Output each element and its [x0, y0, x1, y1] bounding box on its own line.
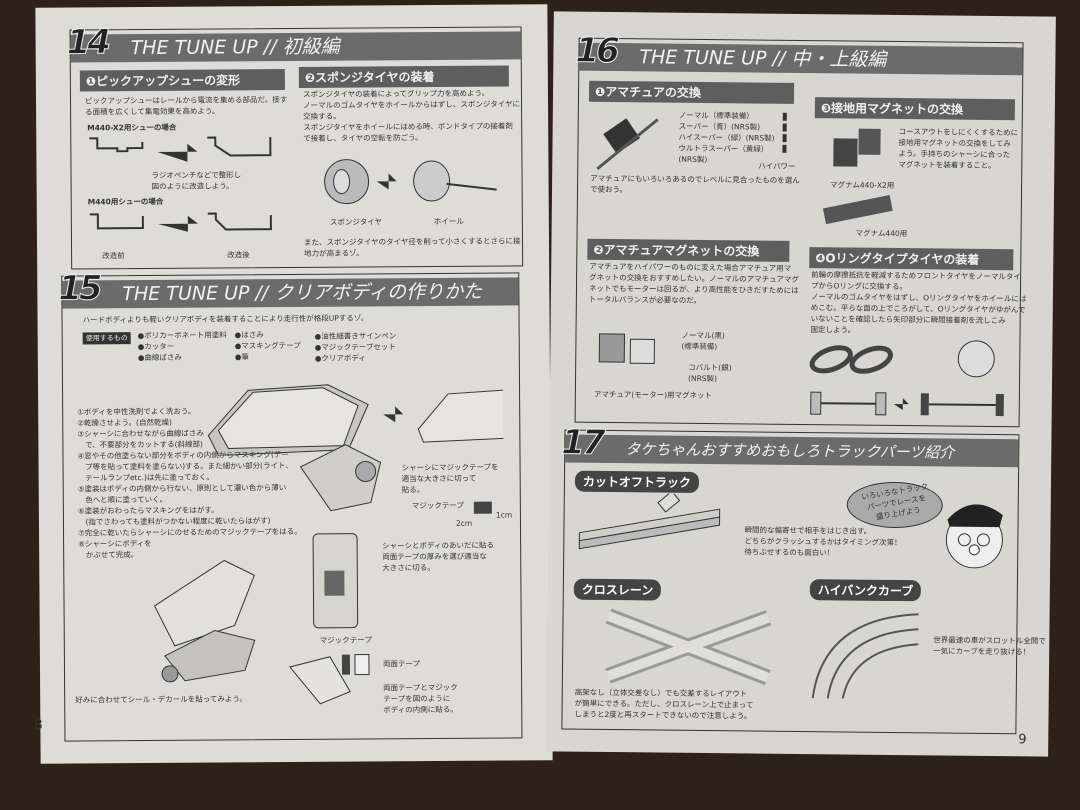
caption: ホイール [433, 216, 464, 227]
tools-label: 使用するもの [82, 332, 131, 345]
tools-list: ●油性細書きサインペン●マジックテープセット●クリアボディ [314, 331, 397, 363]
caption: アマチュア(モーター)用マグネット [593, 389, 713, 401]
subsection-header: ❷アマチュアマグネットの交換 [587, 238, 790, 262]
label: マジックテープ [319, 635, 372, 645]
caption: スポンジタイヤ [329, 217, 383, 227]
body-text: ピックアップシューはレールから電流を集める部品だ。接する面積を広くして集電効果を… [84, 95, 288, 117]
armature-icon [596, 118, 659, 171]
dimension: 2cm [455, 518, 473, 528]
section-title: タケちゃんおすすめおもしろトラックパーツ紹介 [625, 440, 955, 462]
magnet-icon [833, 128, 881, 167]
cross-lane-icon [605, 608, 772, 686]
magnet-option: ノーマル(黒)(標準装備) [681, 330, 725, 352]
section-title: THE TUNE UP // 中・上級編 [639, 46, 887, 71]
tools-list: ●ポリカーボネート用塗料●カッター●曲線ばさみ [137, 330, 227, 363]
section-17-header: タケちゃんおすすめおもしろトラックパーツ紹介 [565, 434, 1019, 468]
section-17: タケちゃんおすすめおもしろトラックパーツ紹介 17 カットオフトラック 瞬間的な… [561, 422, 1046, 735]
track-description: 高架なし（立体交差なし）でも交差するレイアウトが簡単にできる。ただし、クロスレー… [574, 687, 754, 721]
label: M440用シューの場合 [87, 196, 164, 207]
body-text: アマチュアにもいろいろあるのでレベルに見合ったものを選んで使おう。 [589, 173, 800, 195]
note: また、スポンジタイヤのタイヤ径を削って小さくするとさらに接地力が高まるゾ。 [303, 236, 521, 258]
high-bank-curve-icon [811, 613, 919, 699]
caption: マグナム440用 [855, 228, 908, 239]
note: 両面テープとマジックテープを図のようにボディの内側に貼る。 [383, 682, 458, 715]
note: ラジオペンチなどで整形し図のように改造しよう。 [151, 170, 242, 191]
subsection-header: ❶ピックアップシューの変形 [79, 69, 285, 92]
intro-text: ハードボディよりも軽いクリアボディを装着することにより走行性が格段UPするゾ。 [82, 313, 369, 325]
note: シャーシとボディのあいだに貼る両面テープの厚みを選び適当な大きさに切る。 [382, 540, 494, 573]
chassis-top-icon [312, 533, 359, 629]
cutoff-track-icon [578, 492, 721, 550]
dimension: 1cm [495, 510, 513, 520]
section-15: THE TUNE UP // クリアボディの作りかた 15 ハードボディよりも軽… [58, 268, 523, 742]
track-description: 世界最速の車がスロットル全開で一気にカーブを走り抜ける！ [933, 635, 1046, 657]
chassis-icon [299, 444, 382, 512]
body-text: アマチュアをハイパワーのものに変えた場合アマチュア用マグネットの交換をおすすめし… [588, 261, 800, 305]
caption: マグナム440-X2用 [830, 180, 895, 190]
section-number: 16 [575, 30, 618, 72]
track-label: ハイバンクカーブ [809, 579, 922, 602]
body-text: コースアウトをしにくくするために接地用マグネットの交換をしてみよう。手持ちのシャ… [898, 127, 1019, 171]
body-text: 前輪の摩擦抵抗を軽減するためフロントタイヤをノーマルタイプからOリングに交換する… [810, 270, 1027, 335]
tools-list: ●はさみ●マスキングテープ●筆 [234, 330, 301, 362]
section-15-header: THE TUNE UP // クリアボディの作りかた [62, 277, 519, 309]
section-number: 14 [66, 22, 109, 63]
magnet-bar-icon [822, 195, 893, 225]
footer-text: 好みに合わせてシール・デカールを貼ってみよう。 [75, 694, 247, 705]
armature-options: ノーマル（標準装備）スーパー（青）(NRS製)ハイスーパー（緑）(NRS製)ウル… [678, 110, 775, 165]
body-underside-icon [289, 653, 370, 705]
note: シャーシにマジックテープを適当な大きさに切って貼る。 [401, 462, 499, 495]
section-16-header: THE TUNE UP // 中・上級編 [579, 42, 1023, 76]
subsection-header: ❹Oリングタイプタイヤの装着 [809, 247, 1014, 271]
section-16: THE TUNE UP // 中・上級編 16 ❶アマチュアの交換 ノーマル（標… [574, 30, 1027, 428]
page-number: 9 [1018, 732, 1027, 748]
subsection-header: ❶アマチュアの交換 [588, 80, 795, 104]
left-page: THE TUNE UP // 初級編 14 ❶ピックアップシューの変形 ピックア… [34, 4, 553, 764]
label: 両面テープ [382, 659, 421, 669]
section-title: THE TUNE UP // クリアボディの作りかた [122, 280, 483, 306]
clear-body-icon [207, 384, 504, 456]
label: マジックテープ [411, 500, 464, 511]
shoe-diagram-icon [89, 212, 272, 232]
arrow-label: ハイパワー [758, 161, 796, 171]
caption: 改造前 [102, 251, 125, 261]
body-on-chassis-icon [153, 559, 256, 683]
subsection-header: ❸接地用マグネットの交換 [814, 97, 1015, 121]
body-text: スポンジタイヤの装着によってグリップ力を高めよう。ノーマルのゴムタイヤをホイール… [302, 88, 520, 143]
label: M440-X2用シューの場合 [87, 122, 177, 133]
section-number: 15 [58, 268, 101, 309]
right-page: THE TUNE UP // 中・上級編 16 ❶アマチュアの交換 ノーマル（標… [546, 11, 1056, 757]
caption: 改造後 [227, 250, 250, 260]
takechan-face-icon [945, 504, 1003, 569]
track-label: カットオフトラック [574, 470, 700, 493]
steps-list: ①ボディを中性洗剤でよく洗おう。②乾燥させよう。(自然乾燥)③シャーシに合わせな… [77, 406, 302, 560]
arrow-down-icon [782, 112, 787, 153]
tire-wheel-icon [324, 159, 497, 205]
subsection-header: ❷スポンジタイヤの装着 [298, 65, 509, 88]
o-ring-tire-icon [809, 340, 1004, 417]
armature-magnet-icon [598, 333, 655, 364]
track-description: 瞬間的な幅寄せで相手をはじき出す。どちらがクラッシュするかはタイミング次第！待ち… [744, 525, 902, 558]
shoe-diagram-icon [89, 136, 272, 162]
section-title: THE TUNE UP // 初級編 [130, 35, 340, 60]
section-14: THE TUNE UP // 初級編 14 ❶ピックアップシューの変形 ピックア… [66, 22, 524, 270]
magnet-option: コバルト(銀)(NRS製) [688, 362, 732, 384]
section-number: 17 [561, 422, 604, 463]
track-label: クロスレーン [573, 578, 662, 601]
magic-tape-icon [473, 501, 492, 514]
page-number: 8 [34, 717, 43, 733]
section-14-header: THE TUNE UP // 初級編 [70, 31, 521, 63]
